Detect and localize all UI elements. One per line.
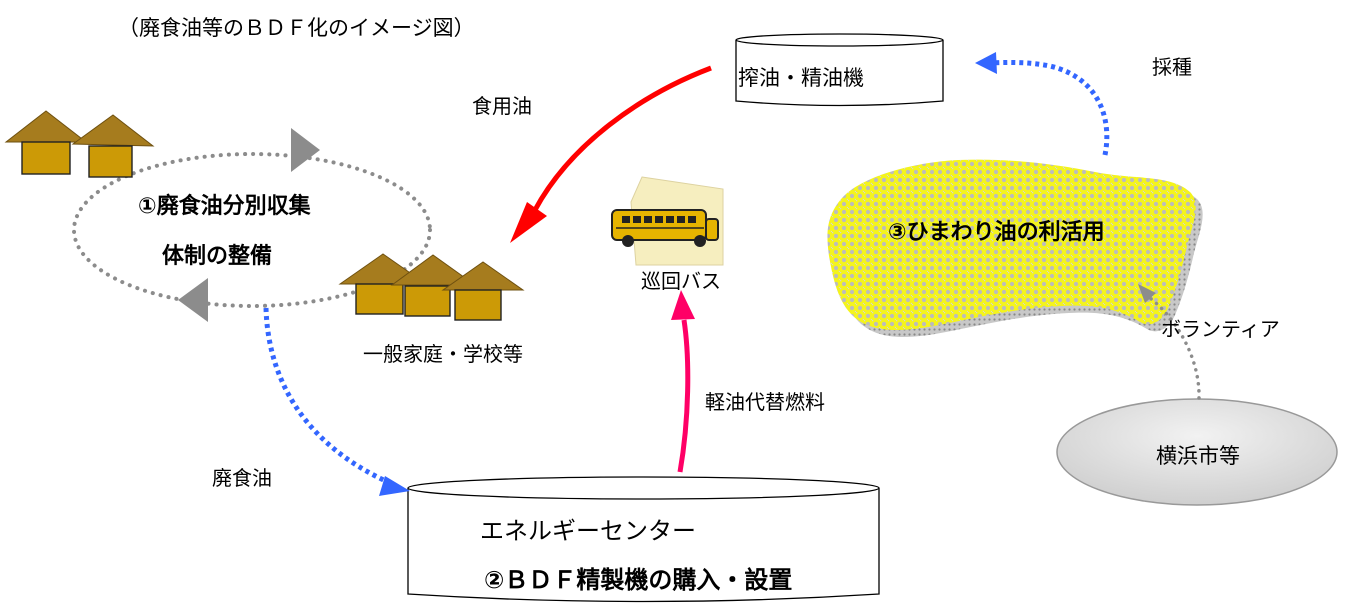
press-machine-label: 搾油・精油機 — [738, 66, 864, 90]
loop-arrowhead-left — [178, 278, 208, 322]
sunflower-area — [827, 159, 1203, 338]
press-machine-drum — [735, 33, 944, 107]
fuel-arrow — [671, 290, 695, 473]
yokohama-ellipse — [1056, 398, 1338, 506]
seeding-label: 採種 — [1152, 55, 1192, 79]
waste-oil-arrow — [263, 307, 410, 496]
waste-oil-label: 廃食油 — [212, 466, 272, 490]
houses-top-left — [4, 110, 155, 178]
volunteer-arrow — [1138, 284, 1201, 400]
diagram-caption: （廃食油等のＢＤＦ化のイメージ図） — [118, 16, 475, 40]
bus-label: 巡回バス — [641, 269, 721, 293]
bus-icon — [611, 176, 724, 266]
seeding-arrow — [975, 52, 1110, 156]
yokohama-label: 横浜市等 — [1156, 444, 1240, 468]
houses-households — [338, 253, 525, 321]
edible-oil-label: 食用油 — [472, 94, 532, 118]
collection-loop — [72, 128, 432, 322]
loop-arrowhead-right — [291, 128, 320, 172]
energy-center-label: エネルギーセンター — [480, 517, 696, 545]
energy-center-drum — [407, 476, 880, 603]
households-label: 一般家庭・学校等 — [363, 342, 523, 366]
bdf-refiner-label: ②ＢＤＦ精製機の購入・設置 — [484, 566, 793, 594]
volunteer-label: ボランティア — [1161, 317, 1280, 341]
collection-system-sublabel: 体制の整備 — [162, 244, 273, 269]
diesel-substitute-label: 軽油代替燃料 — [705, 390, 825, 414]
collection-system-label: ①廃食油分別収集 — [138, 194, 311, 219]
sunflower-label: ③ひまわり油の利活用 — [888, 220, 1105, 245]
edible-oil-arrow — [510, 65, 712, 243]
